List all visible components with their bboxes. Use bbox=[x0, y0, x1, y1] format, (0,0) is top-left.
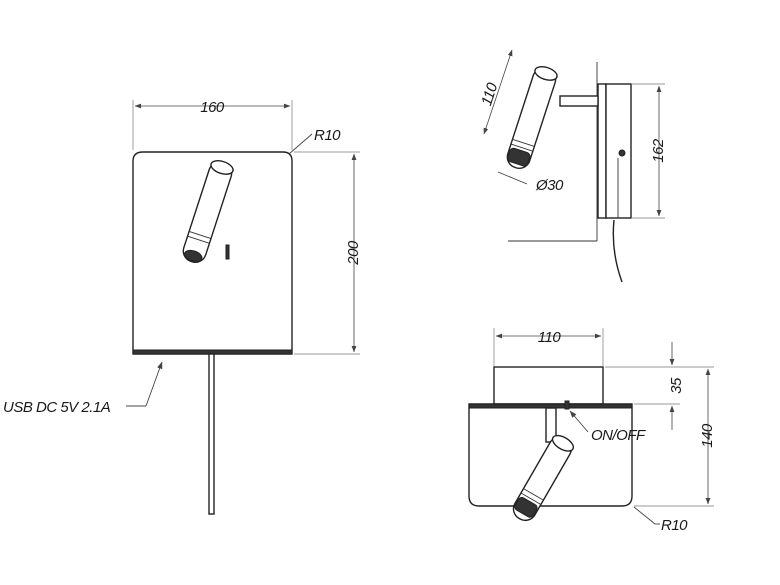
front-view: 160 R10 200 USB DC 5V 2.1A bbox=[3, 99, 362, 515]
side-spotlight bbox=[506, 66, 558, 170]
side-view: 110 Ø30 162 bbox=[478, 49, 667, 283]
top-total-depth-dimension: 140 bbox=[699, 423, 716, 448]
side-housing bbox=[605, 83, 632, 219]
top-plate-depth-dimension: 35 bbox=[668, 377, 685, 394]
top-width-dimension: 110 bbox=[538, 329, 562, 346]
side-back-plate bbox=[597, 83, 607, 219]
side-arm-dimension: 110 bbox=[478, 80, 501, 108]
switch-note: ON/OFF bbox=[591, 427, 646, 444]
top-switch-icon bbox=[564, 400, 570, 410]
front-switch-icon bbox=[225, 244, 230, 260]
front-spotlight bbox=[182, 160, 234, 264]
front-height-dimension: 200 bbox=[345, 240, 362, 266]
side-arm bbox=[559, 95, 599, 107]
top-corner-radius: R10 bbox=[661, 517, 688, 534]
side-switch-icon bbox=[618, 149, 626, 157]
usb-note: USB DC 5V 2.1A bbox=[3, 399, 111, 416]
side-height-dimension: 162 bbox=[650, 138, 667, 163]
front-width-dimension: 160 bbox=[200, 99, 225, 116]
front-corner-radius: R10 bbox=[314, 127, 341, 144]
top-spotlight bbox=[512, 434, 575, 522]
front-cable bbox=[208, 353, 215, 515]
top-housing bbox=[493, 366, 604, 405]
top-view: 110 35 140 ON/OFF R10 bbox=[468, 328, 716, 534]
side-diameter-dimension: Ø30 bbox=[535, 177, 564, 194]
